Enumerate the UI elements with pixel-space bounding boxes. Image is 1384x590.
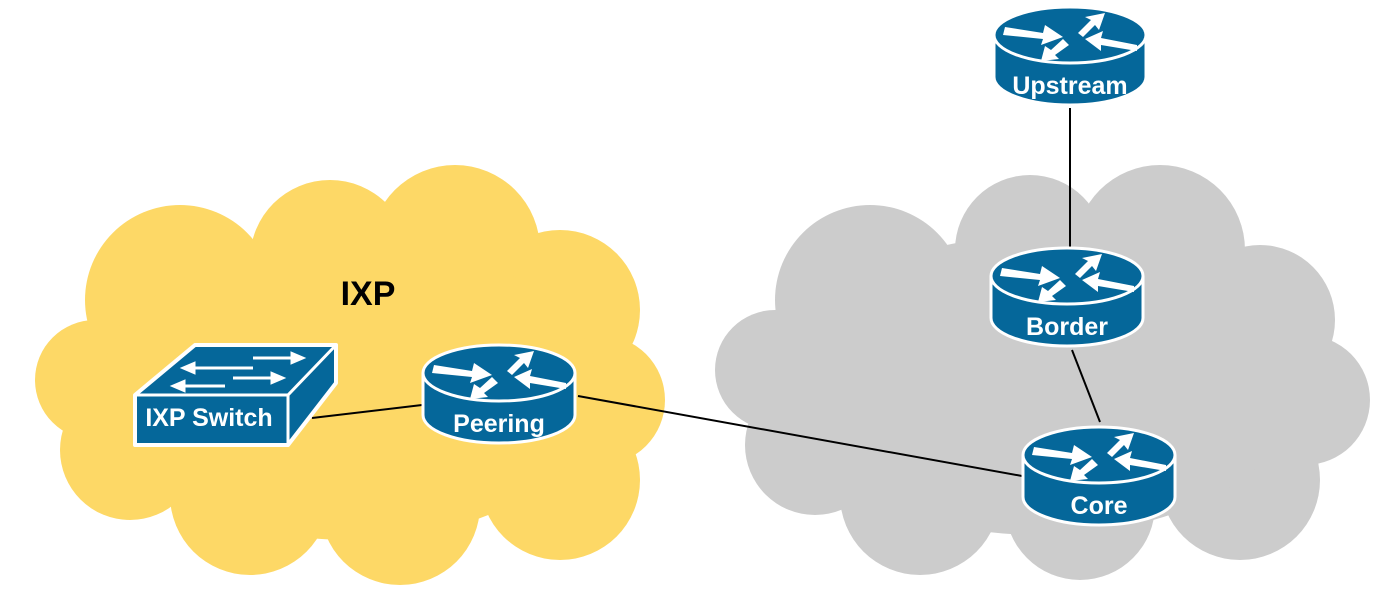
device-border-router[interactable]: Border — [989, 246, 1145, 348]
router-arrows-icon — [1032, 433, 1166, 481]
link-switch-peering — [311, 404, 423, 419]
peering-label: Peering — [453, 410, 545, 438]
device-core-router[interactable]: Core — [1021, 425, 1177, 527]
upstream-label: Upstream — [1012, 72, 1127, 100]
device-ixp-switch[interactable]: IXP Switch — [133, 343, 338, 447]
links — [311, 108, 1101, 477]
switch-arrows-icon — [169, 351, 307, 393]
device-peering-router[interactable]: Peering — [421, 343, 577, 445]
ixp-cloud — [35, 165, 665, 585]
ixp-cloud-label: IXP — [341, 275, 396, 313]
network-cloud — [715, 165, 1370, 580]
core-label: Core — [1071, 492, 1128, 520]
router-arrows-icon — [1003, 13, 1137, 61]
link-peering-core — [577, 395, 1023, 477]
device-upstream-router[interactable]: Upstream — [992, 5, 1148, 107]
border-label: Border — [1026, 313, 1108, 341]
router-arrows-icon — [1000, 254, 1134, 302]
router-arrows-icon — [432, 351, 566, 399]
ixp-switch-label: IXP Switch — [145, 404, 272, 432]
link-border-core — [1071, 349, 1101, 423]
